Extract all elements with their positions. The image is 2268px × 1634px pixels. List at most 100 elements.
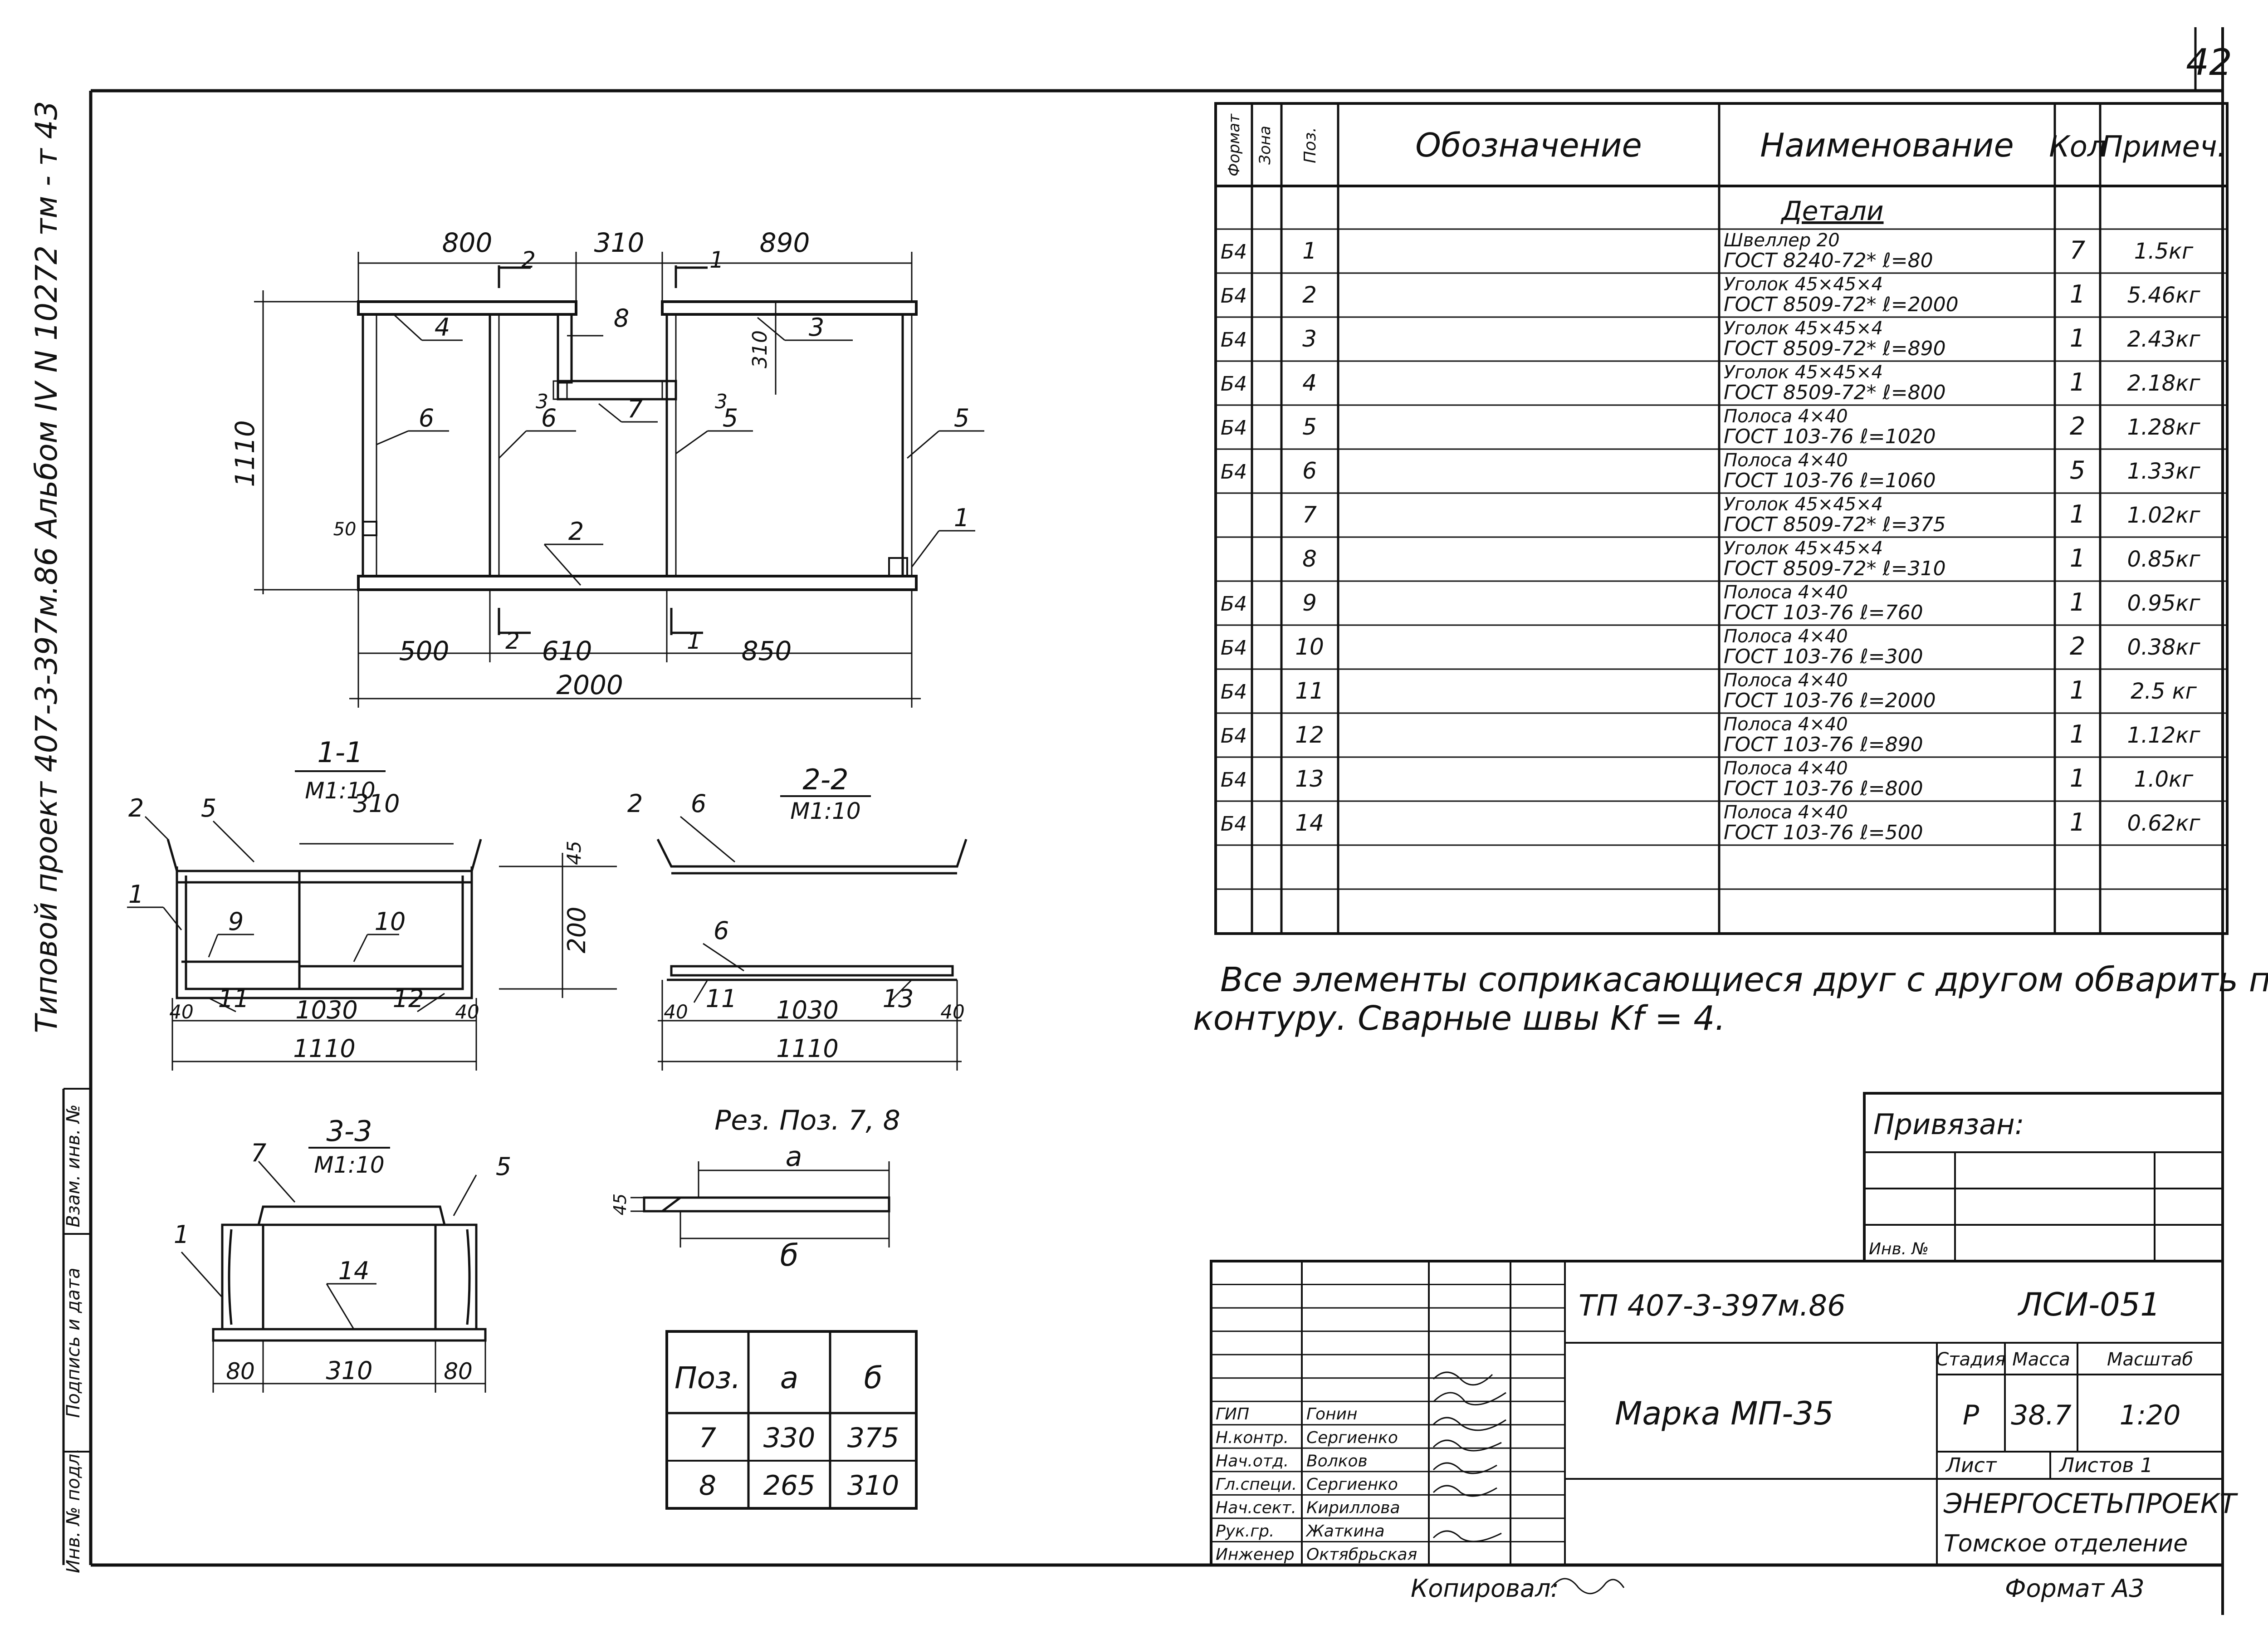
branch: Томское отделение [1944, 1530, 2188, 1557]
spec-cell-name: Уголок 45×45×4 [1724, 318, 1883, 339]
cut-table-cell: 330 [763, 1422, 816, 1454]
plan-section-mark: 2 [521, 247, 536, 273]
spec-cell-note: 5.46кг [2127, 283, 2200, 308]
spec-cell-note: 0.62кг [2127, 811, 2200, 836]
spec-cell-name: Швеллер 20 [1724, 230, 1840, 251]
spec-cell-qty: 1 [2070, 764, 2085, 793]
stage-header: Стадия [1936, 1349, 2005, 1370]
binding-inv: Инв. № [1869, 1240, 1929, 1258]
plan-dim-2000: 2000 [556, 670, 623, 700]
spec-cell-format: Б4 [1221, 416, 1247, 440]
spec-cell-qty: 1 [2070, 324, 2085, 352]
spec-cell-pos: 4 [1302, 370, 1317, 396]
spec-cell-format: Б4 [1221, 768, 1247, 792]
sec22-dim: 1030 [776, 996, 838, 1024]
spec-header-qty: Кол [2049, 130, 2106, 164]
sec33-title: 3-3 [326, 1115, 372, 1148]
spec-cell-note: 1.0кг [2134, 767, 2194, 792]
spec-cell-note: 0.85кг [2127, 547, 2200, 572]
spec-cell-name: Полоса 4×40 [1724, 802, 1848, 823]
spec-cell-standard: ГОСТ 103-76 ℓ=300 [1724, 645, 1923, 668]
spec-cell-qty: 2 [2070, 632, 2085, 660]
sec11-callout: 10 [375, 907, 406, 936]
spec-cell-note: 0.38кг [2127, 635, 2200, 660]
spec-header-note: Примеч. [2101, 130, 2226, 164]
copied-label: Копировал: [1411, 1574, 1559, 1603]
binding-title: Привязан: [1873, 1108, 2024, 1141]
stamp-label-signature: Подпись и дата [63, 1267, 84, 1418]
tb-name: Кириллова [1306, 1498, 1400, 1517]
plan-callout: 3 [536, 390, 548, 413]
section-3-3: 3-3 М1:10 7 5 1 14 80 310 80 [174, 1115, 511, 1393]
copier-signature [1550, 1578, 1625, 1595]
spec-cell-qty: 1 [2070, 500, 2085, 528]
spec-cell-note: 1.28кг [2127, 415, 2200, 440]
spec-cell-format: Б4 [1221, 636, 1247, 660]
spec-cell-standard: ГОСТ 8509-72* ℓ=2000 [1724, 293, 1959, 316]
spec-cell-qty: 7 [2070, 236, 2085, 264]
section-2-2: 2-2 М1:10 2 6 6 11 13 40 1030 40 1110 [627, 763, 968, 1071]
plan-callout: 4 [435, 313, 450, 342]
spec-cell-pos: 5 [1302, 414, 1317, 440]
tb-role: Н.контр. [1216, 1429, 1289, 1447]
spec-cell-name: Полоса 4×40 [1724, 626, 1848, 647]
sec33-callout: 14 [338, 1257, 370, 1285]
sec11-callout: 2 [128, 794, 144, 822]
spec-cell-standard: ГОСТ 103-76 ℓ=760 [1724, 601, 1923, 624]
sec22-callout: 11 [706, 984, 737, 1013]
sec33-dim: 310 [326, 1356, 372, 1385]
tb-name: Сергиенко [1306, 1429, 1398, 1447]
cut-table-cell: 265 [763, 1470, 816, 1502]
sheet-code: ЛСИ-051 [2017, 1286, 2160, 1323]
tb-role: Гл.специ. [1216, 1475, 1297, 1494]
side-title: Типовой проект 407-3-397м.86 Альбом IV N… [29, 101, 64, 1033]
stamp-label-inventory: Инв. № подл. [63, 1448, 84, 1573]
spec-cell-note: 1.12кг [2127, 723, 2200, 748]
sec11-dim: 1110 [293, 1034, 355, 1063]
spec-cell-pos: 8 [1302, 546, 1317, 572]
plan-dim-310-vert: 310 [748, 330, 772, 368]
mass-header: Масса [2012, 1349, 2070, 1370]
plan-dim-850: 850 [742, 636, 792, 666]
stage-value: Р [1963, 1399, 1980, 1431]
spec-cell-name: Полоса 4×40 [1724, 406, 1848, 427]
binding-block: Привязан: Инв. № [1863, 1092, 2224, 1262]
spec-cell-name: Полоса 4×40 [1724, 758, 1848, 779]
tb-name: Волков [1306, 1452, 1368, 1470]
note-line-1: Все элементы соприкасающиеся друг с друг… [1220, 960, 2268, 999]
spec-cell-qty: 1 [2070, 280, 2085, 308]
spec-cell-format: Б4 [1221, 372, 1247, 396]
organization: ЭНЕРГОСЕТЬПРОЕКТ [1943, 1488, 2238, 1520]
plan-callout: 6 [419, 404, 434, 432]
plan-section-mark: 1 [709, 247, 724, 273]
spec-cell-qty: 1 [2070, 720, 2085, 749]
sec22-title: 2-2 [802, 763, 848, 796]
cut-table-cell: 8 [699, 1470, 716, 1502]
spec-cell-note: 1.02кг [2127, 503, 2200, 528]
spec-cell-name: Уголок 45×45×4 [1724, 494, 1883, 515]
sec11-dim: 200 [562, 906, 591, 953]
spec-cell-standard: ГОСТ 8240-72* ℓ=80 [1724, 249, 1933, 272]
spec-cell-format: Б4 [1221, 460, 1247, 484]
spec-cell-format: Б4 [1221, 240, 1247, 264]
mark: Марка МП-35 [1615, 1395, 1834, 1432]
plan-callout: 3 [715, 390, 728, 413]
sec33-callout: 5 [496, 1152, 511, 1181]
spec-cell-standard: ГОСТ 8509-72* ℓ=375 [1724, 513, 1946, 536]
section-1-1: 1-1 М1:10 [127, 736, 617, 1071]
spec-cell-standard: ГОСТ 103-76 ℓ=890 [1724, 733, 1923, 756]
mass-value: 38.7 [2011, 1399, 2072, 1431]
sec11-callout: 5 [201, 794, 216, 822]
scale-value: 1:20 [2120, 1399, 2181, 1431]
plan-dim-50: 50 [333, 519, 357, 540]
plan-callout: 3 [809, 313, 824, 342]
spec-cell-qty: 1 [2070, 368, 2085, 396]
plan-dim-800: 800 [442, 227, 493, 258]
spec-cell-name: Полоса 4×40 [1724, 670, 1848, 691]
cut-table-cell: 310 [847, 1470, 899, 1502]
plan-callout: 6 [541, 404, 557, 432]
spec-cell-pos: 11 [1295, 678, 1324, 704]
sec11-dim: 45 [563, 841, 585, 865]
spec-cell-pos: 2 [1302, 282, 1317, 308]
plan-dim-500: 500 [399, 636, 450, 666]
